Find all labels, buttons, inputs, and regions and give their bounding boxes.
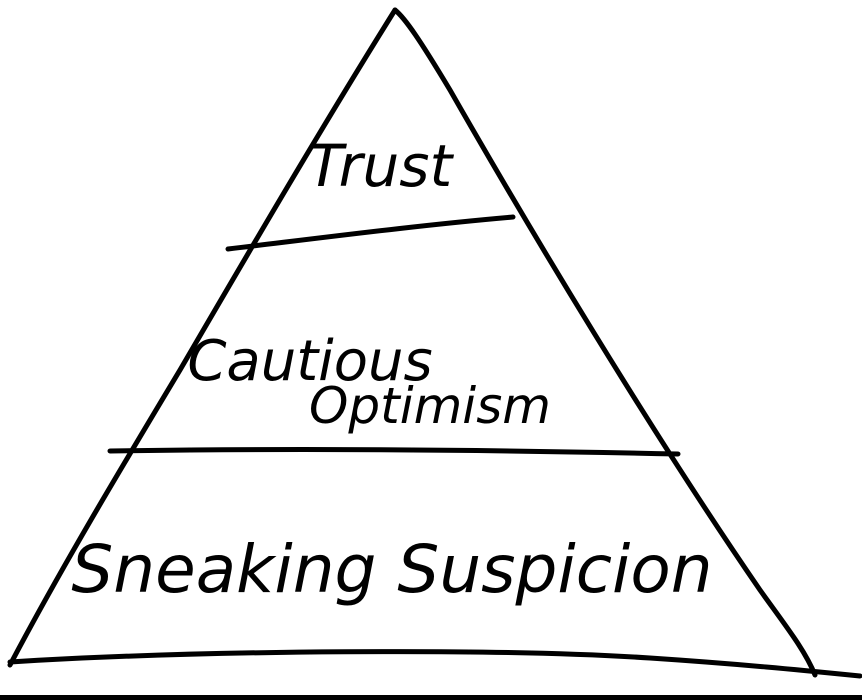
pyramid-right-edge — [392, 7, 818, 678]
tier-divider-lower — [107, 447, 681, 457]
tier-label-sneaking-suspicion: Sneaking Suspicion — [71, 531, 712, 608]
tier-label-trust: Trust — [308, 132, 455, 200]
tier-label-cautious: Cautious — [187, 329, 432, 394]
pyramid-base-line — [7, 649, 862, 679]
pyramid-left-edge — [7, 7, 398, 668]
tier-label-optimism: Optimism — [309, 377, 551, 435]
tier-divider-upper — [225, 214, 516, 252]
bottom-border — [0, 695, 862, 700]
